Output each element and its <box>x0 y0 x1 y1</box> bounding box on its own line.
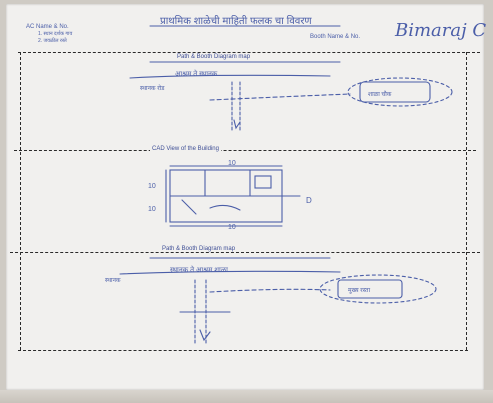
booth-name-handwritten: Bimaraj C <box>395 20 487 41</box>
section3-bottom-border <box>18 350 468 351</box>
cad-curve-mark <box>209 204 241 211</box>
ac-name-label: AC Name & No. <box>26 24 69 30</box>
form-title: प्राथमिक शाळेची माहिती फलक चा विवरण <box>160 16 312 27</box>
cad-desk-mark <box>181 199 197 215</box>
section3-side-path <box>209 288 331 293</box>
section3-road-line <box>119 270 341 275</box>
section1-road-line <box>129 74 331 79</box>
section3-booth-ellipse <box>319 274 437 304</box>
section-divider-1 <box>14 150 476 151</box>
cad-window <box>254 175 272 189</box>
cad-top-dimension: 10 <box>228 160 236 167</box>
left-border <box>20 52 21 350</box>
section-divider-2 <box>10 252 480 253</box>
section1-side-path <box>209 93 351 101</box>
section1-box-text: शाळा चौक <box>368 92 392 98</box>
location-line: 1. स्थान दर्शक गाव <box>38 31 73 37</box>
cad-left-dimension-1: 10 <box>148 183 156 190</box>
section1-title: Path & Booth Diagram map <box>175 54 253 60</box>
section3-left-note: स्थानक <box>105 278 121 284</box>
section3-booth-box <box>337 279 403 299</box>
booth-name-label: Booth Name & No. <box>310 34 361 40</box>
table-surface <box>0 390 493 403</box>
section3-route-text: स्थानक ते आश्रम शाळा <box>170 267 228 274</box>
cad-left-dimension-2: 10 <box>148 206 156 213</box>
section1-route-text: आश्रम ते स्थानक <box>175 71 218 78</box>
right-border <box>466 52 467 350</box>
section1-booth-ellipse <box>347 77 453 107</box>
section1-booth-box <box>359 81 431 103</box>
section1-marker <box>233 119 241 130</box>
section1-top-border <box>18 52 480 53</box>
roads-line: 2. जवळील रस्ते <box>38 38 67 44</box>
cad-bottom-dimension: 10 <box>228 224 236 231</box>
section3-box-text: मुख्य रस्ता <box>348 288 371 294</box>
cad-right-dimension: D <box>306 196 312 205</box>
section1-left-note: स्थानक रोड <box>140 86 165 92</box>
section3-marker <box>199 329 211 342</box>
section3-title: Path & Booth Diagram map <box>160 246 238 252</box>
document-sheet <box>6 4 484 390</box>
section2-title: CAD View of the Building <box>150 146 221 152</box>
